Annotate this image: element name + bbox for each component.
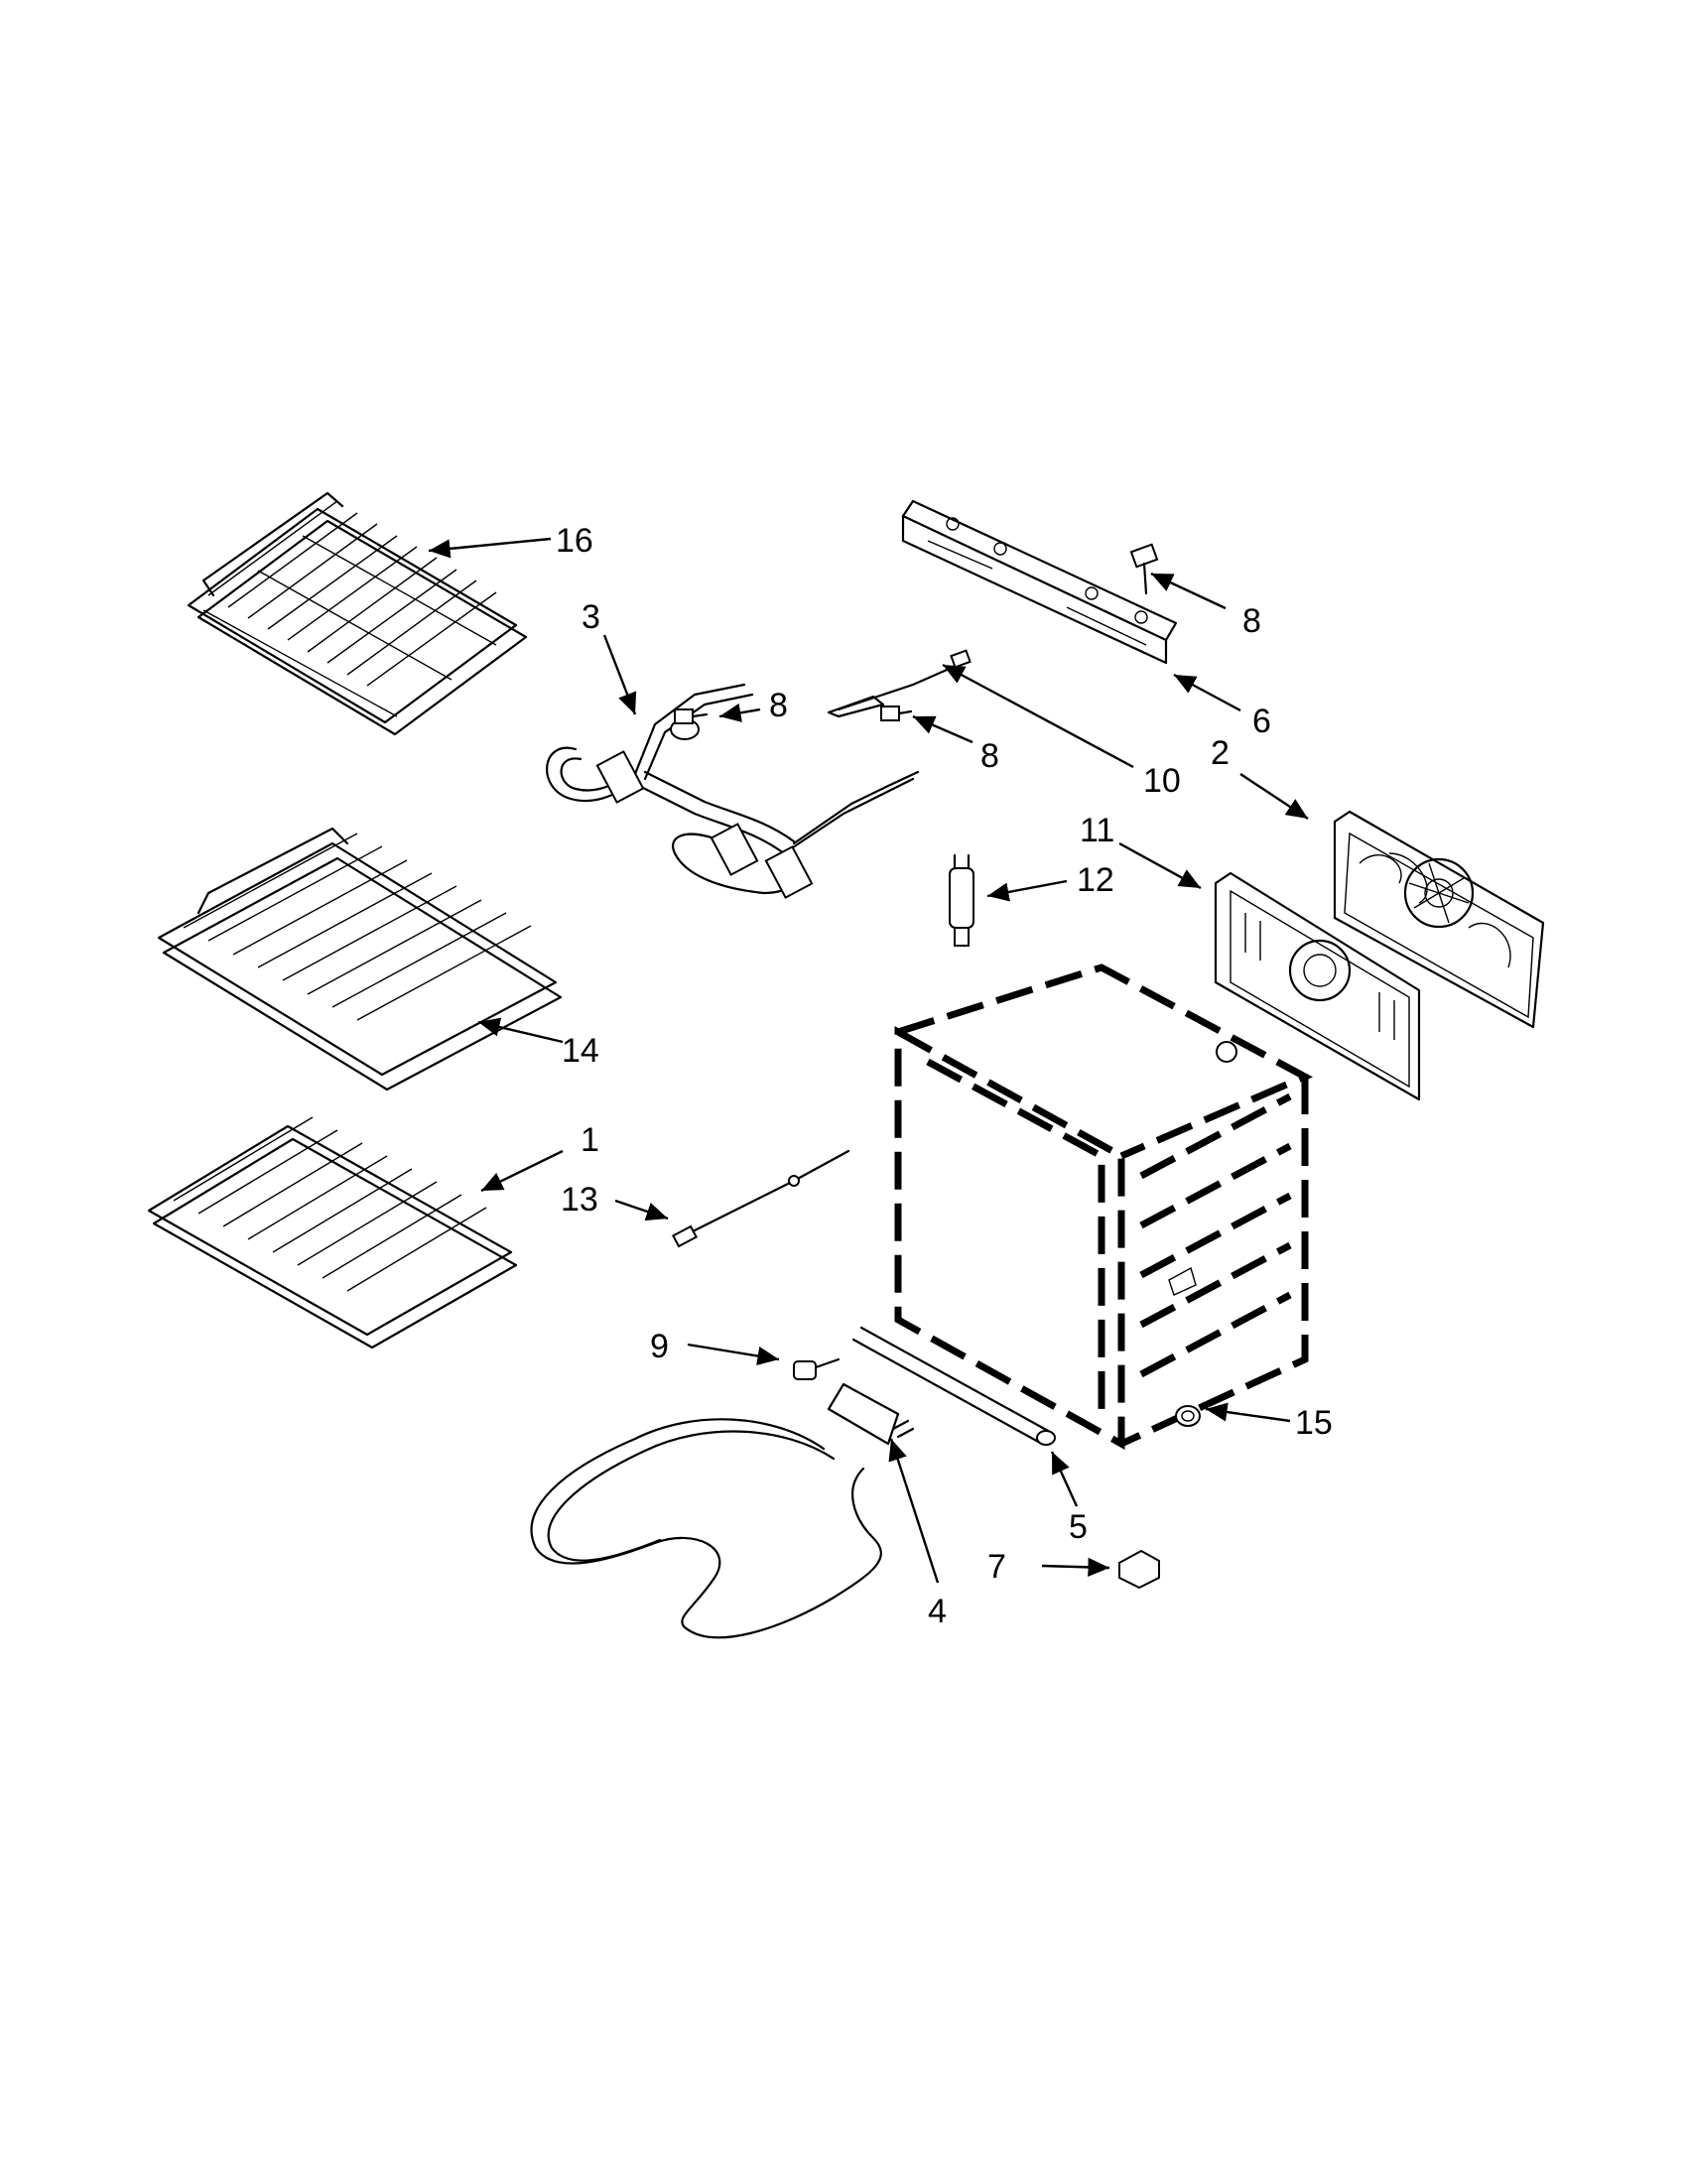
plug-15: [1175, 1405, 1201, 1427]
clip-7: [1118, 1549, 1160, 1590]
callout-8-left: 8: [769, 687, 788, 724]
callout-16: 16: [556, 522, 593, 560]
rack-16: [187, 491, 528, 736]
callout-11: 11: [1080, 812, 1114, 849]
callout-10: 10: [1143, 762, 1181, 800]
probe-13: [672, 1149, 850, 1248]
rack-14: [157, 827, 563, 1092]
callout-1: 1: [581, 1121, 599, 1159]
callout-6: 6: [1252, 703, 1271, 740]
leader-lines: [428, 537, 1309, 1584]
callout-5: 5: [1069, 1508, 1088, 1546]
fan-assembly-2: [1333, 810, 1545, 1029]
callouts: 16 3 8 6 8 8 10 2 11 12 14 1 13 9 15 5 7…: [556, 522, 1333, 1630]
callout-13: 13: [561, 1181, 598, 1219]
callout-2: 2: [1211, 734, 1230, 772]
callout-9: 9: [650, 1328, 669, 1365]
rear-panel-11: [1214, 871, 1421, 1101]
bake-element-4: [530, 1382, 915, 1639]
callout-12: 12: [1077, 861, 1114, 899]
callout-8-right: 8: [980, 737, 999, 775]
bracket-6: [901, 499, 1178, 665]
harness-10: [827, 649, 972, 718]
screw-8-harness: [674, 706, 913, 724]
callout-8-top: 8: [1242, 602, 1261, 640]
rack-1: [147, 1116, 518, 1349]
broil-element-3: [546, 683, 920, 899]
callout-3: 3: [582, 598, 600, 636]
screw-8-top: [1129, 543, 1159, 595]
callout-14: 14: [562, 1032, 599, 1070]
callout-15: 15: [1295, 1404, 1333, 1442]
callout-4: 4: [928, 1593, 947, 1630]
sensor-12: [949, 853, 974, 947]
tube-5: [851, 1326, 1056, 1446]
callout-7: 7: [987, 1548, 1006, 1586]
screw-9: [793, 1357, 841, 1380]
oven-cavity: [894, 964, 1314, 1450]
